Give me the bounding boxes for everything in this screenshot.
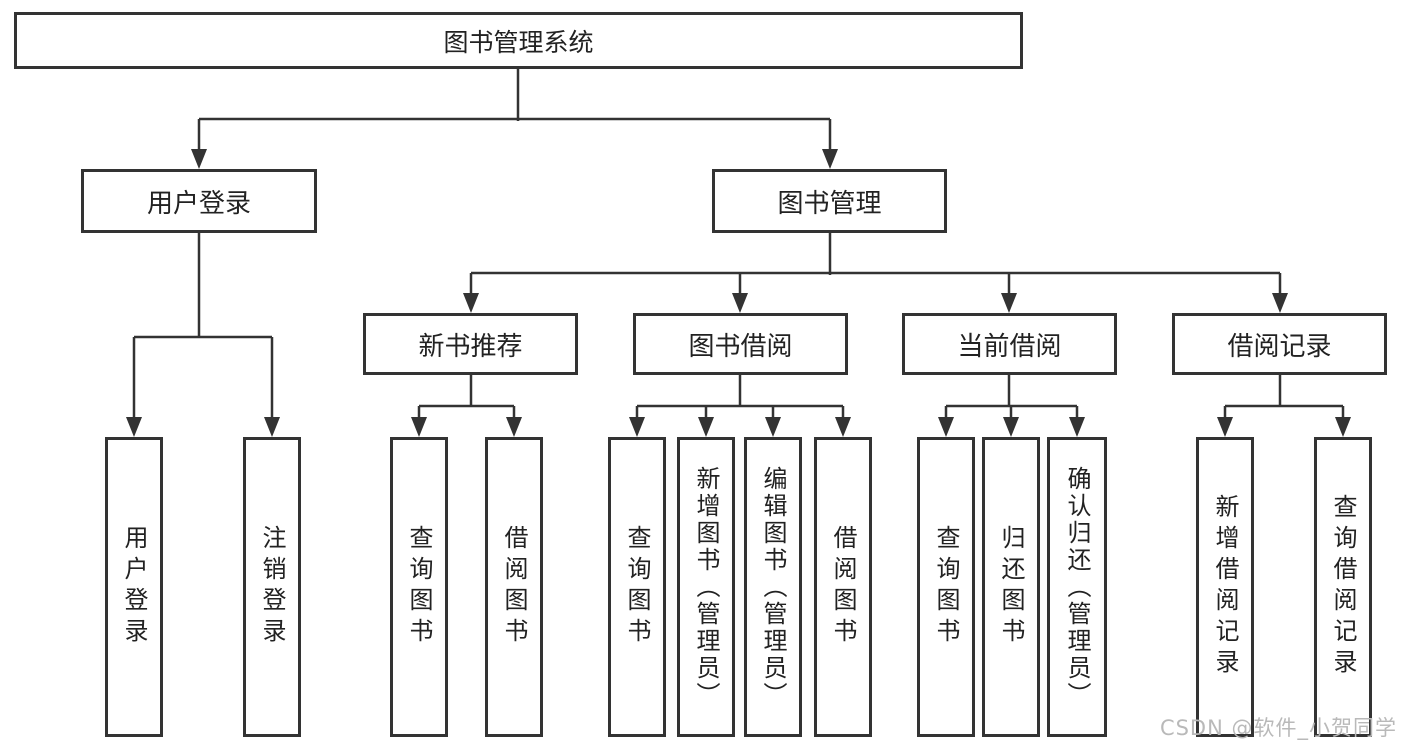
node-root: 图书管理系统 [14, 12, 1023, 69]
leaf-label: 查询图书 [932, 525, 960, 649]
leaf-label: 归还图书 [997, 525, 1025, 649]
node-user-login: 用户登录 [81, 169, 317, 233]
leaf-query-books-borrow: 查询图书 [608, 437, 666, 737]
leaf-return-book: 归还图书 [982, 437, 1040, 737]
leaf-label: 用户登录 [120, 525, 148, 649]
leaf-label: 编辑图书（管理员） [759, 465, 787, 709]
leaf-label: 新增借阅记录 [1211, 494, 1239, 680]
node-book-management: 图书管理 [712, 169, 947, 233]
leaf-label: 查询图书 [623, 525, 651, 649]
leaf-query-books-current: 查询图书 [917, 437, 975, 737]
node-new-book-recommend: 新书推荐 [363, 313, 578, 375]
leaf-query-borrow-record: 查询借阅记录 [1314, 437, 1372, 737]
leaf-edit-book-admin: 编辑图书（管理员） [744, 437, 802, 737]
node-borrow-records: 借阅记录 [1172, 313, 1387, 375]
leaf-label: 借阅图书 [829, 525, 857, 649]
leaf-user-login: 用户登录 [105, 437, 163, 737]
leaf-label: 注销登录 [258, 525, 286, 649]
arrowheads [126, 149, 1351, 437]
leaf-label: 借阅图书 [500, 525, 528, 649]
leaf-label: 查询图书 [405, 525, 433, 649]
leaf-add-borrow-record: 新增借阅记录 [1196, 437, 1254, 737]
leaf-label: 新增图书（管理员） [692, 465, 720, 709]
node-book-borrow: 图书借阅 [633, 313, 848, 375]
node-current-borrow: 当前借阅 [902, 313, 1117, 375]
leaf-query-books-recommend: 查询图书 [390, 437, 448, 737]
leaf-add-book-admin: 新增图书（管理员） [677, 437, 735, 737]
leaf-logout: 注销登录 [243, 437, 301, 737]
leaf-borrow-books: 借阅图书 [814, 437, 872, 737]
leaf-label: 确认归还（管理员） [1063, 465, 1091, 709]
leaf-borrow-books-recommend: 借阅图书 [485, 437, 543, 737]
leaf-label: 查询借阅记录 [1329, 494, 1357, 680]
leaf-confirm-return-admin: 确认归还（管理员） [1047, 437, 1107, 737]
watermark: CSDN @软件_小贺同学 [1159, 716, 1397, 740]
